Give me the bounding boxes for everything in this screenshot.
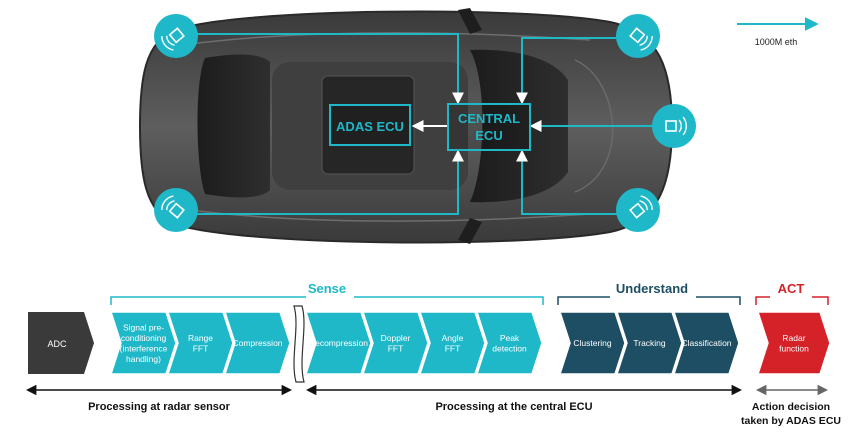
sensor-stage-3: Compression	[223, 311, 291, 375]
act-title-bg	[770, 283, 812, 301]
pipeline: ADC Signal pre-conditioning(interference…	[28, 305, 831, 383]
understand-title-bg	[610, 283, 696, 301]
sense-title-bg	[306, 283, 354, 301]
central-sense-stage-label: FFT	[445, 343, 461, 353]
adas-ecu-label: ADAS ECU	[336, 119, 404, 134]
understand-stage-label: Clustering	[573, 338, 612, 348]
understand-title: Understand	[616, 281, 688, 296]
car-rear-window	[197, 54, 270, 198]
car-windshield	[470, 49, 568, 203]
radar-sensor-front-right-icon	[616, 14, 660, 58]
sensor-stage-label: Range	[188, 333, 213, 343]
sensor-range-label: Processing at radar sensor	[88, 401, 231, 413]
understand-stages: Clustering Tracking Classification	[558, 311, 740, 375]
legend: 1000M eth	[737, 17, 819, 47]
left-mirror	[458, 8, 482, 34]
act-range-label-line2: taken by ADAS ECU	[741, 415, 841, 427]
adc-label: ADC	[47, 339, 67, 349]
understand-stage-2: Tracking	[615, 311, 683, 375]
understand-chevron	[558, 311, 626, 375]
sense-title: Sense	[308, 281, 346, 296]
link-rear-right-to-central	[516, 149, 620, 215]
central-ecu-label-line2: ECU	[475, 128, 502, 143]
act-stage-label: function	[779, 343, 809, 353]
sensor-chevron	[166, 311, 234, 375]
radar-sensor-front-center-icon	[652, 104, 696, 148]
central-sense-chevron	[304, 311, 372, 375]
sensor-stage-label: Compression	[232, 338, 282, 348]
sensor-chevron	[223, 311, 291, 375]
act-chevron	[756, 311, 831, 375]
central-sense-stage-label: Peak	[500, 333, 520, 343]
sensor-stage-label: handling)	[126, 354, 161, 364]
central-sense-stage-label: Decompression	[309, 338, 368, 348]
central-sense-stage-1: Decompression	[304, 311, 372, 375]
understand-stage-1: Clustering	[558, 311, 626, 375]
central-sense-chevron	[418, 311, 486, 375]
central-sense-chevron	[361, 311, 429, 375]
understand-chevron	[672, 311, 740, 375]
central-sense-stage-label: Angle	[442, 333, 464, 343]
link-rear-left-to-central	[196, 149, 464, 215]
sensor-stage-1: Signal pre-conditioning(interferencehand…	[109, 311, 177, 375]
sensor-chevron	[109, 311, 177, 375]
adas-ecu-box: ADAS ECU	[329, 104, 411, 146]
central-range-label: Processing at the central ECU	[435, 401, 592, 413]
sensor-stage-label: (interference	[120, 343, 168, 353]
central-sense-stage-label: Doppler	[381, 333, 411, 343]
understand-chevron	[615, 311, 683, 375]
central-sense-stage-label: detection	[492, 343, 527, 353]
sensor-stage-label: FFT	[193, 343, 209, 353]
act-title: ACT	[778, 281, 805, 296]
radar-sensor-rear-right-icon	[616, 188, 660, 232]
sensor-stages: Signal pre-conditioning(interferencehand…	[109, 311, 291, 375]
understand-stage-3: Classification	[672, 311, 740, 375]
understand-stage-label: Classification	[681, 338, 731, 348]
act-stage-label: Radar	[782, 333, 805, 343]
central-ecu-box: CENTRAL ECU	[447, 103, 531, 151]
central-sense-stages: DecompressionDopplerFFTAngleFFTPeakdetec…	[304, 311, 543, 375]
central-ecu-label-line1: CENTRAL	[458, 111, 520, 126]
car-top-view	[138, 8, 674, 244]
sensor-stage-label: Signal pre-	[123, 322, 164, 332]
radar-sensor-front-left-icon	[154, 14, 198, 58]
radar-sensor-rear-left-icon	[154, 188, 198, 232]
right-mirror	[458, 218, 482, 244]
break-marker	[293, 305, 305, 383]
central-sense-stage-label: FFT	[388, 343, 404, 353]
section-brackets	[110, 296, 829, 305]
act-range-label-line1: Action decision	[752, 401, 830, 413]
link-front-left-to-central	[196, 33, 464, 105]
adc-stage: ADC	[28, 312, 94, 374]
legend-label: 1000M eth	[755, 37, 798, 47]
radar-sensors	[154, 14, 696, 232]
understand-stage-label: Tracking	[633, 338, 666, 348]
sensor-stage-label: conditioning	[121, 333, 167, 343]
ethernet-links	[196, 33, 656, 215]
bottom-ranges: Processing at radar sensor Processing at…	[25, 384, 841, 427]
central-sense-chevron	[475, 311, 543, 375]
link-front-right-to-central	[516, 37, 620, 105]
